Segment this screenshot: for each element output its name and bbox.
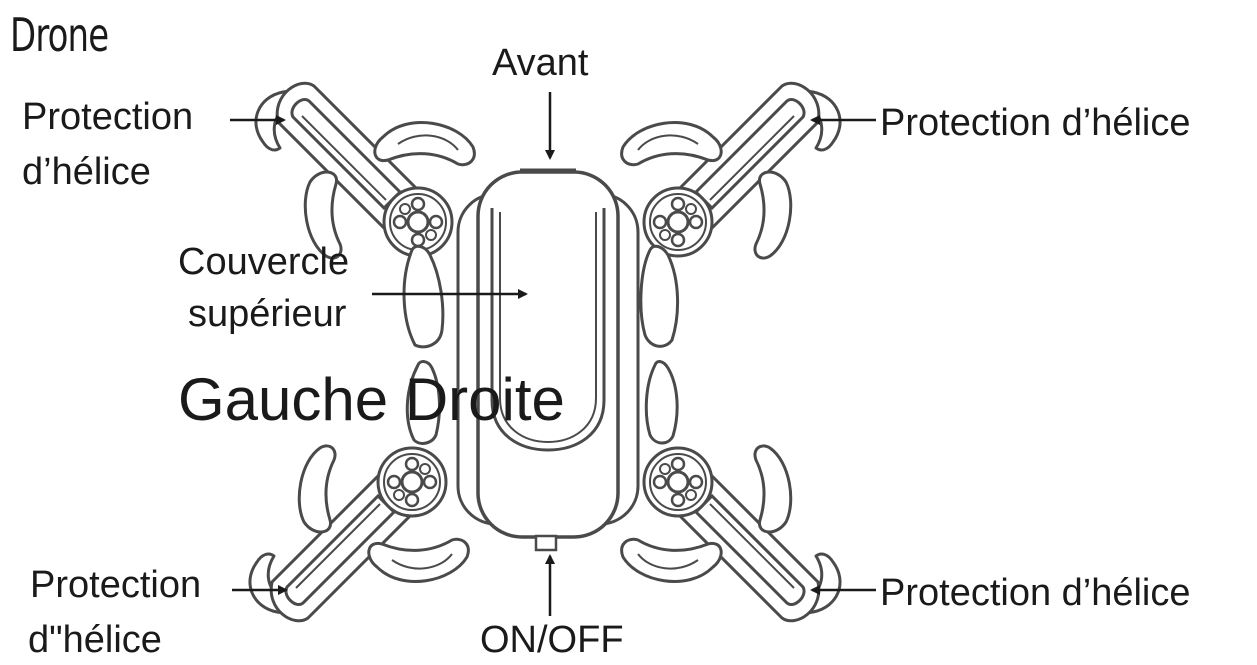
label-guard-top-right: Protection d’hélice xyxy=(880,102,1191,144)
arm-top-right xyxy=(620,81,842,260)
label-cover-line2: supérieur xyxy=(188,293,347,335)
arm-bottom-right xyxy=(620,444,842,623)
label-guard-bottom-left-line2: d"hélice xyxy=(28,619,162,661)
label-cover-line1: Couvercle xyxy=(178,241,350,283)
diagram-title: Drone xyxy=(10,8,109,62)
label-guard-bottom-left-line1: Protection xyxy=(30,564,202,606)
label-guard-top-left-line2: d’hélice xyxy=(22,151,151,193)
label-guard-bottom-right: Protection d’hélice xyxy=(880,572,1191,614)
pointer-arrows xyxy=(230,92,876,616)
side-panels xyxy=(402,244,680,445)
label-front: Avant xyxy=(492,42,589,84)
label-power-switch: ON/OFF xyxy=(480,619,624,661)
drone-body xyxy=(456,168,640,552)
arm-bottom-left xyxy=(248,444,470,623)
arm-top-left xyxy=(254,81,476,260)
label-guard-top-left-line1: Protection xyxy=(22,96,194,138)
label-left-right: Gauche Droite xyxy=(178,366,565,433)
